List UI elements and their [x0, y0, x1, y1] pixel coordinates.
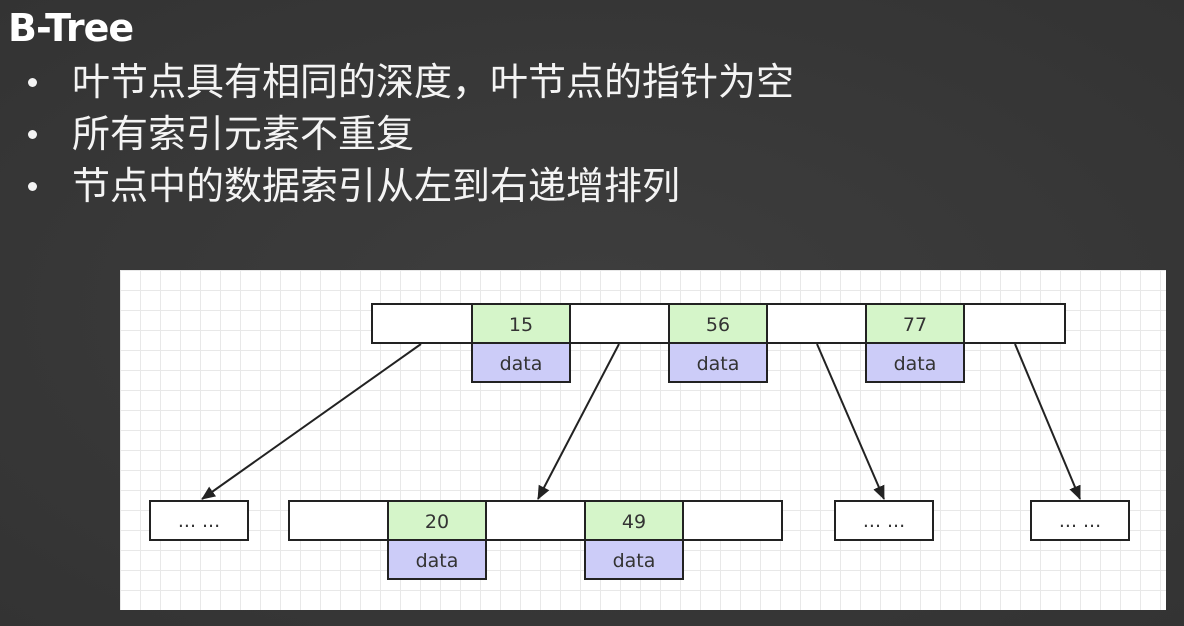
- leaf-node-frame: [1030, 500, 1130, 541]
- slide-title: B-Tree: [8, 6, 134, 50]
- pointer-arrow: [537, 343, 620, 500]
- root-key-label: 15: [509, 314, 533, 336]
- leaf-data-label: data: [613, 550, 656, 572]
- leaf-key-label: 49: [622, 511, 646, 533]
- btree-svg: 15 data 56 data 77 data ... ... 20: [149, 303, 1130, 580]
- bullet-dot-icon: [28, 182, 37, 191]
- root-data-cell: [668, 342, 768, 383]
- leaf-node: 20 data 49 data: [288, 500, 783, 580]
- root-data-label: data: [500, 353, 543, 375]
- leaf-node-frame: [149, 500, 249, 541]
- pointer-arrow: [816, 343, 885, 500]
- pointer-arrow: [201, 343, 422, 500]
- leaf-node-ellipsis: ... ...: [149, 500, 249, 541]
- bullet-text: 叶节点具有相同的深度，叶节点的指针为空: [72, 60, 795, 104]
- bullet-text: 所有索引元素不重复: [72, 112, 415, 156]
- bullet-item: 所有索引元素不重复: [0, 108, 794, 160]
- root-data-label: data: [697, 353, 740, 375]
- btree-diagram: 15 data 56 data 77 data ... ... 20: [120, 270, 1166, 610]
- bullet-item: 节点中的数据索引从左到右递增排列: [0, 160, 794, 212]
- leaf-node-label: ... ...: [178, 510, 220, 532]
- leaf-data-label: data: [416, 550, 459, 572]
- leaf-data-cell: [387, 539, 487, 580]
- bullet-list: 叶节点具有相同的深度，叶节点的指针为空 所有索引元素不重复 节点中的数据索引从左…: [0, 56, 794, 212]
- root-data-cell: [471, 342, 571, 383]
- pointer-arrow: [1014, 343, 1081, 500]
- root-key-label: 56: [706, 314, 730, 336]
- bullet-dot-icon: [28, 130, 37, 139]
- root-key-label: 77: [903, 314, 927, 336]
- root-data-cell: [865, 342, 965, 383]
- root-data-label: data: [894, 353, 937, 375]
- leaf-node-frame: [288, 500, 783, 541]
- bullet-text: 节点中的数据索引从左到右递增排列: [72, 164, 681, 208]
- leaf-data-cell: [584, 539, 684, 580]
- leaf-node-ellipsis: ... ...: [1030, 500, 1130, 541]
- bullet-dot-icon: [28, 78, 37, 87]
- leaf-node-label: ... ...: [863, 510, 905, 532]
- leaf-key-label: 20: [425, 511, 449, 533]
- leaf-node-label: ... ...: [1059, 510, 1101, 532]
- root-node: 15 data 56 data 77 data: [371, 303, 1066, 383]
- root-key-cell: [668, 303, 768, 344]
- bullet-item: 叶节点具有相同的深度，叶节点的指针为空: [0, 56, 794, 108]
- root-key-cell: [865, 303, 965, 344]
- leaf-node-frame: [834, 500, 934, 541]
- leaf-node-ellipsis: ... ...: [834, 500, 934, 541]
